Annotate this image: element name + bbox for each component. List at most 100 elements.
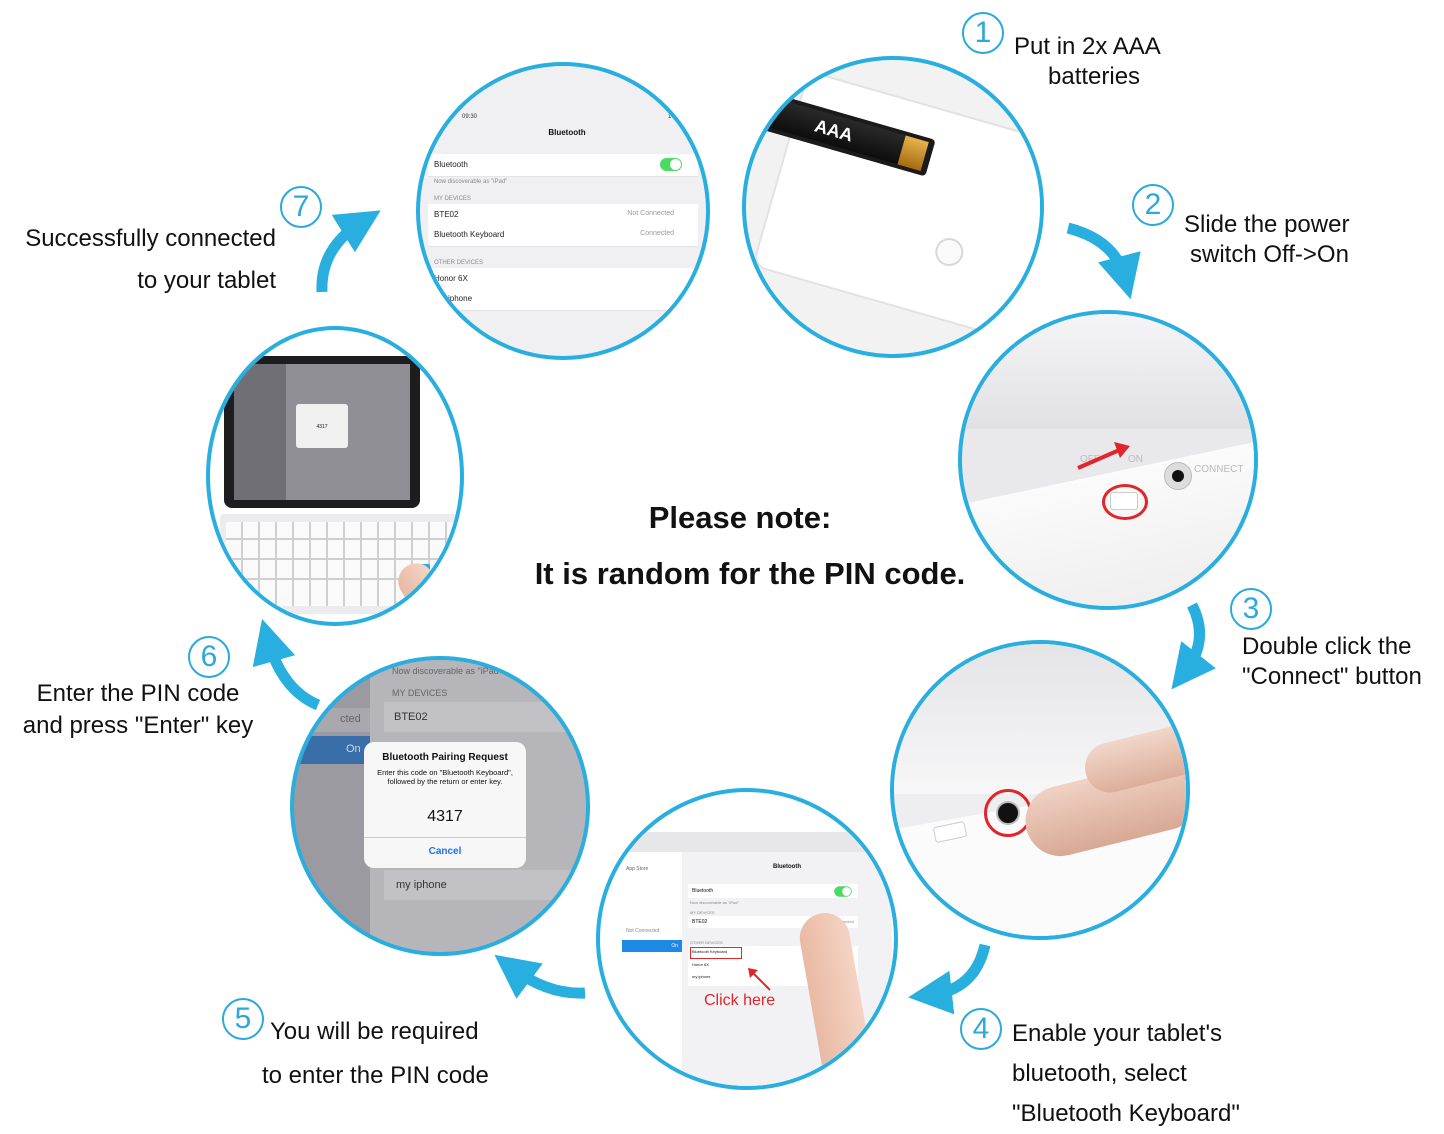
bluetooth-toggle[interactable] xyxy=(834,886,852,897)
step-3-label: Double click the "Connect" button xyxy=(1242,632,1422,692)
pin-code: 4317 xyxy=(427,808,463,825)
step-7-label: Successfully connected to your tablet xyxy=(2,218,276,302)
step-5-line-2: to enter the PIN code xyxy=(262,1062,489,1089)
left-on: On xyxy=(346,743,361,755)
step-1-number: 1 xyxy=(962,12,1004,54)
step-3-line-2: "Connect" button xyxy=(1242,663,1422,690)
iphone-row: my iphone xyxy=(384,870,586,900)
bluetooth-row: Bluetooth xyxy=(428,154,698,177)
left-connected-row: cted xyxy=(294,708,370,732)
device-status-bte02: Not Connected xyxy=(627,210,674,217)
circle-select-keyboard: App Store Not Connected On Bluetooth Blu… xyxy=(596,788,898,1090)
dialog-body: Enter this code on "Bluetooth Keyboard",… xyxy=(377,768,513,786)
bluetooth-label: Bluetooth xyxy=(434,160,468,169)
other-device-honor-label: Honor 6X xyxy=(434,274,468,283)
connect-button-icon xyxy=(996,801,1020,825)
arrow-4-to-5 xyxy=(494,954,586,999)
connect-button-ring xyxy=(1164,462,1192,490)
circle-connect-button xyxy=(890,640,1190,940)
connect-button-icon xyxy=(1172,470,1184,482)
click-here-label: Click here xyxy=(704,992,776,1009)
pin-dialog: 4317 xyxy=(296,404,348,448)
arrow-1-to-2 xyxy=(1066,222,1141,300)
side-status: Not Connected xyxy=(626,928,660,934)
step-1-line-2: batteries xyxy=(1048,63,1141,90)
circle-power-switch: OFF ON CONNECT xyxy=(958,310,1258,610)
other-item-iphone[interactable]: my iphone xyxy=(692,974,711,979)
arrow-3-to-4 xyxy=(908,943,991,1015)
switch-highlight xyxy=(1102,484,1148,520)
circle-connected: 09:30 16% Bluetooth Bluetooth Now discov… xyxy=(416,62,710,360)
step-2-line-2: switch Off->On xyxy=(1190,241,1349,268)
step-4-label: Enable your tablet's bluetooth, select "… xyxy=(1012,1014,1240,1134)
left-connected: cted xyxy=(340,713,361,725)
pin-code: 4317 xyxy=(316,424,328,430)
step-1-line-1: Put in 2x AAA xyxy=(1014,33,1161,60)
side-store: App Store xyxy=(626,866,649,872)
step-5-label: You will be required to enter the PIN co… xyxy=(262,1010,489,1098)
dialog-divider xyxy=(364,837,526,838)
step-6-number: 6 xyxy=(188,636,230,678)
discoverable-text: Now discoverable as "iPad" xyxy=(434,179,508,185)
step-6-label: Enter the PIN code and press "Enter" key xyxy=(10,678,266,742)
bluetooth-row: Bluetooth xyxy=(688,884,858,898)
device-name-keyboard: Bluetooth Keyboard xyxy=(434,230,505,239)
bluetooth-label: Bluetooth xyxy=(692,888,714,894)
tablet-frame: 4317 xyxy=(224,356,420,508)
step-4-line-1: Enable your tablet's xyxy=(1012,1020,1223,1047)
arrow-2-to-3 xyxy=(1171,602,1216,690)
step-5-number: 5 xyxy=(222,998,264,1040)
step-4-line-3: "Bluetooth Keyboard" xyxy=(1012,1100,1240,1127)
button-icon xyxy=(931,234,967,270)
step-7-line-1: Successfully connected xyxy=(25,225,276,252)
side-selected-row: On xyxy=(622,940,682,952)
cancel-button[interactable]: Cancel xyxy=(428,846,462,857)
bte02-label: BTE02 xyxy=(692,919,708,925)
tablet-sidebar xyxy=(234,364,286,500)
step-7-number: 7 xyxy=(280,186,322,228)
step-1-label: Put in 2x AAA batteries xyxy=(1014,32,1161,92)
device-name-bte02: BTE02 xyxy=(434,210,459,219)
keyboard-top xyxy=(962,314,1254,429)
screen-title: Bluetooth xyxy=(773,864,801,870)
status-battery: 16% xyxy=(668,114,681,120)
left-selected-row: On xyxy=(294,736,370,764)
other-device-iphone[interactable]: iphone xyxy=(428,288,698,311)
key-row-divider-2 xyxy=(226,558,454,560)
my-devices-header: MY DEVICES xyxy=(434,196,471,202)
battery-compartment: AAA xyxy=(752,90,936,177)
device-name: BTE02 xyxy=(394,711,428,723)
discoverable-text: Now discoverable as "iPad" xyxy=(690,900,739,905)
device-row-keyboard[interactable]: Bluetooth Keyboard Connected xyxy=(428,224,698,247)
other-item-keyboard[interactable]: Bluetooth Keyboard xyxy=(692,949,728,954)
on-label: ON xyxy=(1128,454,1143,465)
bluetooth-toggle[interactable] xyxy=(660,158,682,171)
key-row-divider-1 xyxy=(226,538,454,540)
step-3-line-1: Double click the xyxy=(1242,633,1412,660)
other-devices-header: OTHER DEVICES xyxy=(690,940,723,945)
my-devices-header: MY DEVICES xyxy=(690,910,715,915)
step-2-number: 2 xyxy=(1132,184,1174,226)
other-device-iphone-label: iphone xyxy=(448,294,473,303)
screen-title: Bluetooth xyxy=(548,128,586,137)
step-2-line-1: Slide the power xyxy=(1184,211,1350,238)
step-4-number: 4 xyxy=(960,1008,1002,1050)
arrow-6-to-7 xyxy=(316,210,381,293)
key-row-divider-3 xyxy=(226,578,454,580)
tablet-sidebar: App Store Not Connected On xyxy=(622,852,682,1086)
off-label: OFF xyxy=(1080,454,1100,465)
circle-pairing-request: Now discoverable as "iPad" MY DEVICES BT… xyxy=(290,656,590,956)
note-title: Please note: xyxy=(648,500,832,535)
note-text: It is random for the PIN code. xyxy=(534,556,966,591)
discoverable-text: Now discoverable as "iPad" xyxy=(392,666,502,676)
other-item-honor[interactable]: Honor 6X xyxy=(692,962,709,967)
circle-batteries: AAA xyxy=(742,56,1044,358)
my-devices-header: MY DEVICES xyxy=(392,688,448,698)
device-row: BTE02 xyxy=(384,702,586,732)
step-6-line-2: and press "Enter" key xyxy=(22,712,254,739)
dialog-title: Bluetooth Pairing Request xyxy=(382,752,508,763)
red-arrow-icon xyxy=(748,968,771,991)
power-switch xyxy=(1110,492,1138,510)
status-time: 09:30 xyxy=(462,114,478,120)
step-5-line-1: You will be required xyxy=(270,1018,479,1045)
